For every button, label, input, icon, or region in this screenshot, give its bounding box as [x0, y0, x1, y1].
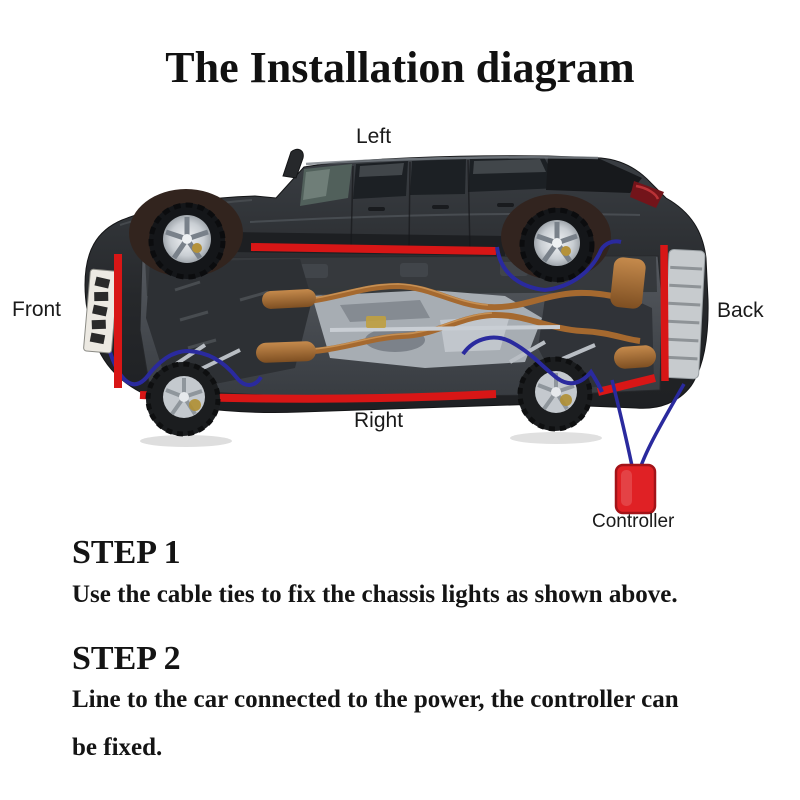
wheel-front-side: [129, 189, 243, 280]
label-front: Front: [12, 298, 62, 321]
page-title: The Installation diagram: [165, 43, 635, 92]
label-right: Right: [354, 409, 404, 432]
step-2-text-line-1: Line to the car connected to the power, …: [72, 686, 679, 713]
wheel-rear-side: [501, 194, 611, 283]
chassis-light-strip-rear-segment: [597, 374, 656, 396]
chassis-light-strip-back: [660, 244, 669, 382]
step-1-heading: STEP 1: [72, 534, 181, 571]
controller-wire-left: [610, 379, 634, 467]
wheel-front-bottom: [145, 361, 221, 437]
controller-box: [614, 463, 657, 515]
label-left: Left: [356, 125, 392, 148]
step-2-heading: STEP 2: [72, 640, 181, 677]
front-wheel-shadow: [140, 435, 232, 447]
label-back: Back: [717, 299, 764, 322]
rear-wheel-shadow: [510, 432, 602, 444]
chassis-light-strip-left: [250, 243, 497, 255]
wheel-rear-bottom: [517, 356, 593, 432]
step-2-text-line-2: be fixed.: [72, 734, 163, 761]
rear-bumper-grille: [662, 248, 706, 380]
controller-wire-right: [639, 383, 686, 467]
license-plate: [83, 268, 119, 354]
step-1-text: Use the cable ties to fix the chassis li…: [72, 581, 678, 608]
label-controller: Controller: [592, 511, 675, 532]
wire-front-wheel-well: [108, 348, 263, 387]
wire-rear-wheel-well: [461, 335, 604, 393]
wire-rear-side-wheel-well: [495, 239, 622, 293]
